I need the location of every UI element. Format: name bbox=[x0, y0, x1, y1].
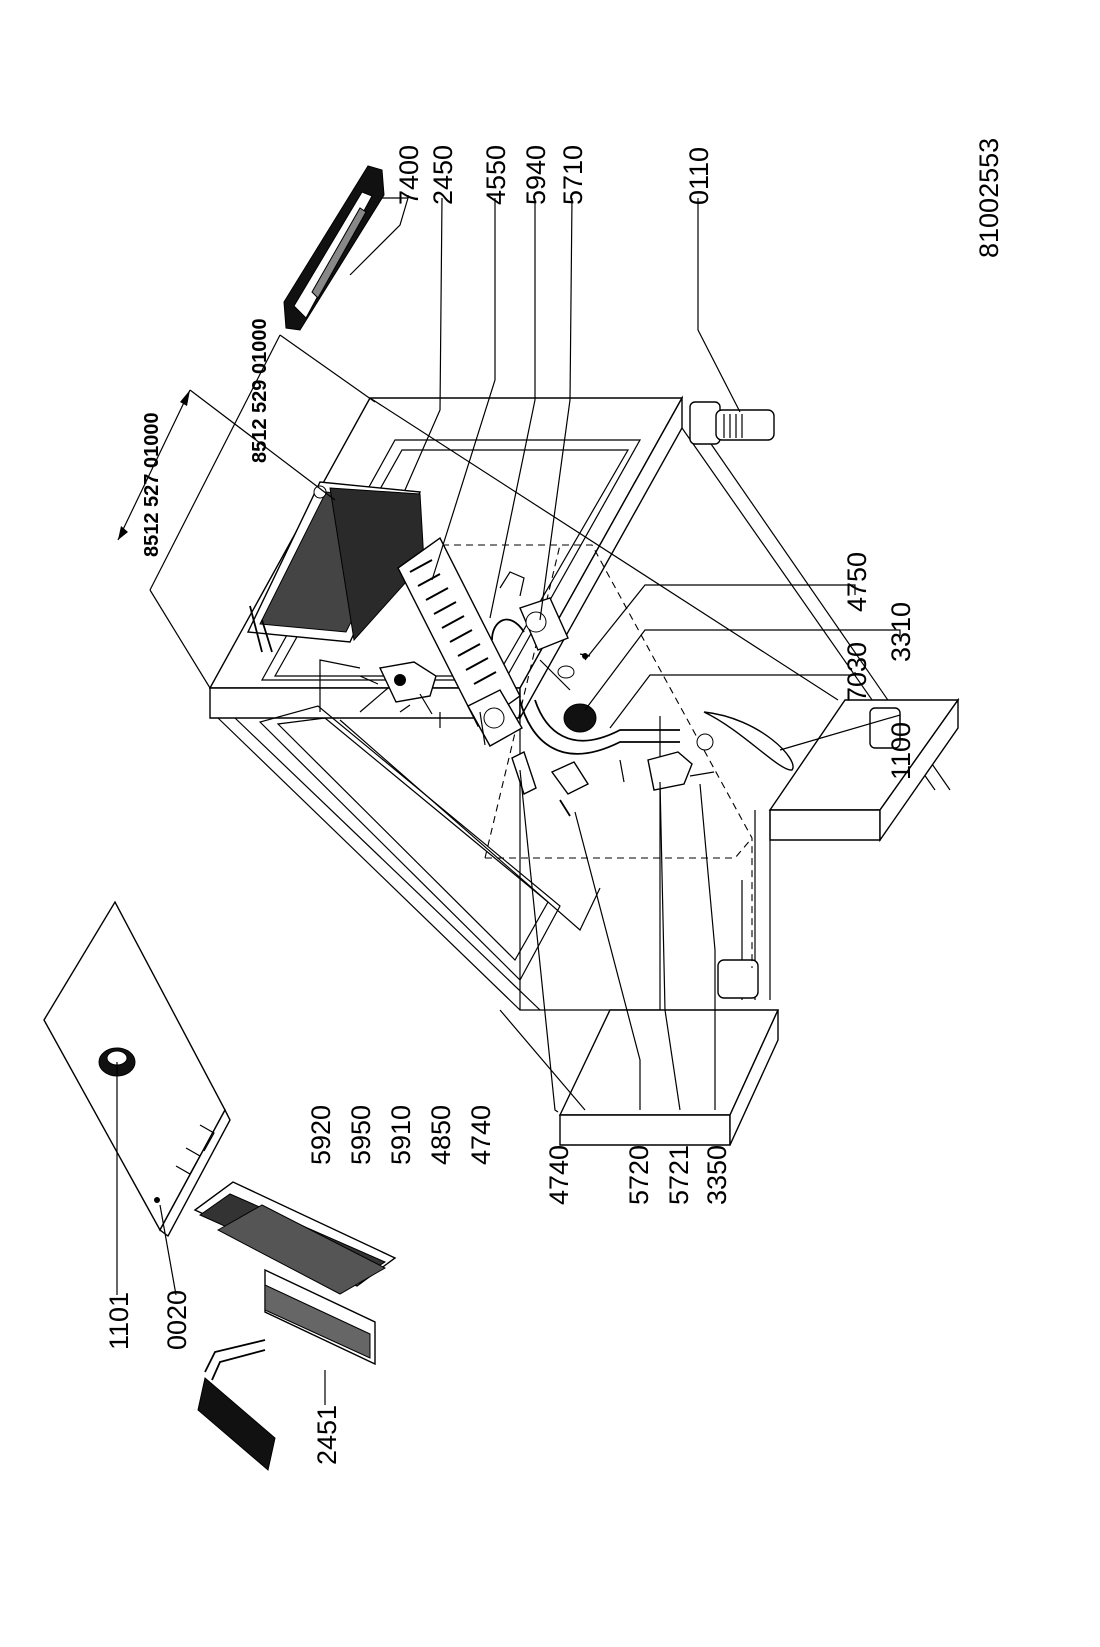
callout-4550: 4550 bbox=[481, 145, 511, 205]
callout-7400: 7400 bbox=[394, 145, 424, 205]
leader-lines bbox=[116, 195, 901, 1405]
callout-3350: 3350 bbox=[702, 1145, 732, 1205]
callout-3310: 3310 bbox=[886, 602, 916, 662]
dimension-label-outer: 8512 529 01000 bbox=[249, 318, 271, 463]
callout-7030: 7030 bbox=[842, 642, 872, 702]
callout-1100: 1100 bbox=[886, 722, 916, 780]
callout-4750: 4750 bbox=[842, 552, 872, 612]
handle-7400-drawing bbox=[283, 165, 385, 331]
frying-basket-2450-drawing bbox=[246, 481, 425, 653]
lid-drawing bbox=[43, 900, 231, 1238]
callout-5950: 5950 bbox=[346, 1105, 376, 1165]
callout-4740-lower: 4740 bbox=[544, 1145, 574, 1205]
drawing-number: 81002553 bbox=[974, 138, 1004, 258]
callout-0110: 0110 bbox=[684, 147, 714, 205]
dimension-lines bbox=[117, 334, 376, 689]
gas-components-drawing bbox=[359, 409, 794, 817]
callout-5720: 5720 bbox=[624, 1145, 654, 1205]
heating-element-drawing bbox=[397, 536, 523, 747]
callout-4850: 4850 bbox=[426, 1105, 456, 1165]
callout-5920: 5920 bbox=[306, 1105, 336, 1165]
callout-5721: 5721 bbox=[664, 1145, 694, 1205]
callout-2450: 2450 bbox=[428, 145, 458, 205]
dimension-label-inner: 8512 527 01000 bbox=[141, 412, 163, 557]
callout-1101: 1101 bbox=[104, 1292, 134, 1350]
callout-labels: 7400 2450 4550 5940 5710 0110 4750 3310 … bbox=[104, 138, 1004, 1465]
callout-0020: 0020 bbox=[162, 1290, 192, 1350]
callout-5710: 5710 bbox=[558, 145, 588, 205]
callout-2451: 2451 bbox=[312, 1405, 342, 1465]
callout-5910: 5910 bbox=[386, 1105, 416, 1165]
callout-5940: 5940 bbox=[521, 145, 551, 205]
callout-4740-upper: 4740 bbox=[466, 1105, 496, 1165]
frying-basket-2451-drawing bbox=[193, 1181, 397, 1471]
